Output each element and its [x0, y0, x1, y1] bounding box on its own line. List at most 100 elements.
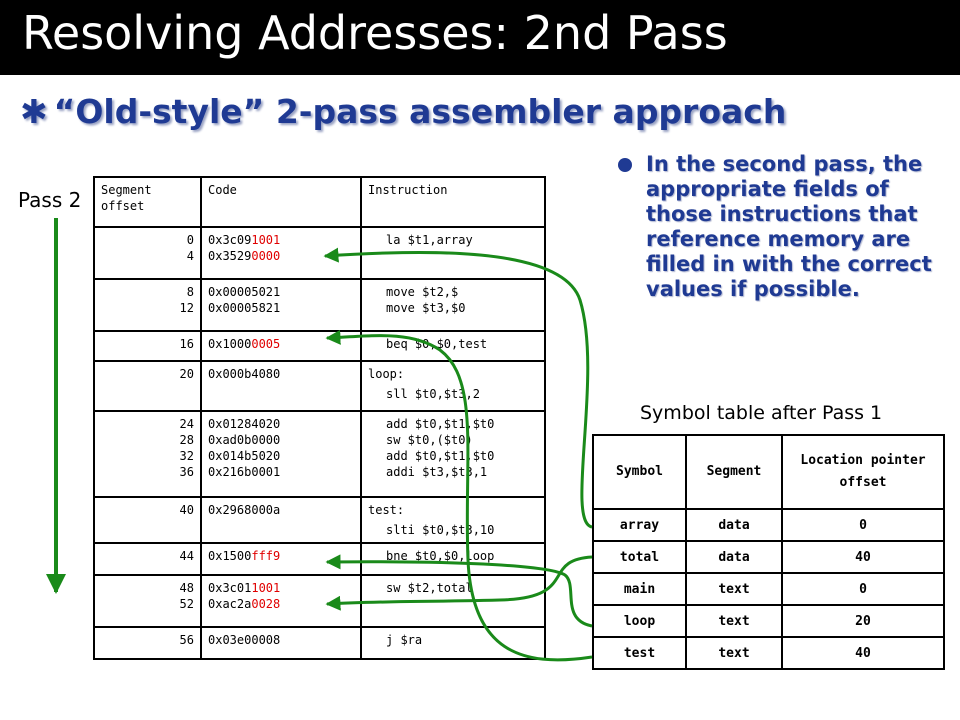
- segment-offset-cell: 20: [93, 360, 202, 412]
- instruction-line: add $t0,$t1,$t0: [386, 449, 495, 463]
- instruction-cell: add $t0,$t1,$t0 sw $t0,($t0) add $t0,$t1,$…: [360, 410, 546, 498]
- code-value-resolved-field: fff9: [251, 549, 281, 563]
- code-value: 0x00005821: [208, 300, 354, 316]
- instruction-line: addi $t3,$t3,1: [386, 465, 488, 479]
- symbol-segment-cell: data: [685, 508, 783, 542]
- symbol-segment-cell: text: [685, 572, 783, 606]
- code-cell: 0x10000005: [200, 330, 362, 362]
- offset-value: 52: [179, 597, 194, 611]
- instruction-line: la $t1,array: [386, 233, 473, 247]
- symbol-symbol-cell: loop: [592, 604, 687, 638]
- code-value: 0x216b0001: [208, 464, 354, 480]
- instruction-line: sw $t2,total: [386, 581, 473, 595]
- code-value-resolved-field: 1001: [251, 581, 281, 595]
- instruction-line: bne $t0,$0,loop: [386, 549, 495, 563]
- offset-value: 24: [179, 417, 194, 431]
- code-value-fixed: 0x01284020: [208, 417, 281, 431]
- segment-offset-cell: 24 28 32 36: [93, 410, 202, 498]
- symbol-table-caption: Symbol table after Pass 1: [640, 402, 883, 424]
- offset-value: 56: [179, 633, 194, 647]
- code-value: 0xad0b0000: [208, 432, 354, 448]
- instruction-line: move $t2,$: [386, 285, 459, 299]
- symbol-offset-cell: 0: [781, 572, 945, 606]
- header-location-offset: Location pointer offset: [781, 434, 945, 510]
- instruction-cell: sw $t2,total: [360, 574, 546, 628]
- code-value: 0x01284020: [208, 416, 354, 432]
- code-value-fixed: 0xad0b0000: [208, 433, 281, 447]
- symbol-symbol-cell: main: [592, 572, 687, 606]
- instruction-line: sw $t0,($t0): [386, 433, 473, 447]
- code-value: 0x3c011001: [208, 580, 354, 596]
- asterisk-bullet-icon: ✱: [20, 92, 48, 131]
- offset-value: 16: [179, 337, 194, 351]
- code-value-resolved-field: 0028: [251, 597, 281, 611]
- code-table-row: 16 0x10000005 beq $0,$0,test: [93, 330, 546, 362]
- instruction-line: add $t0,$t1,$t0: [386, 417, 495, 431]
- code-table-row: 20 0x000b4080 loop:sll $t0,$t3,2: [93, 360, 546, 412]
- explanation-bullet: In the second pass, the appropriate fiel…: [618, 152, 938, 302]
- symbol-offset-cell: 40: [781, 636, 945, 670]
- offset-value: 44: [179, 549, 194, 563]
- instruction-line: move $t3,$0: [386, 301, 466, 315]
- instruction-cell: loop:sll $t0,$t3,2: [360, 360, 546, 412]
- symbol-offset-cell: 20: [781, 604, 945, 638]
- header-instruction: Instruction: [360, 176, 546, 228]
- code-table-row: 56 0x03e00008 j $ra: [93, 626, 546, 660]
- symbol-symbol-cell: test: [592, 636, 687, 670]
- code-table-row: 44 0x1500fff9 bne $t0,$0,loop: [93, 542, 546, 576]
- code-value: 0x2968000a: [208, 502, 354, 518]
- header-segment: Segment: [685, 434, 783, 510]
- code-value: 0x35290000: [208, 248, 354, 264]
- instruction-line: j $ra: [386, 633, 423, 647]
- instruction-cell: beq $0,$0,test: [360, 330, 546, 362]
- code-cell: 0x03e00008: [200, 626, 362, 660]
- offset-value: 28: [179, 433, 194, 447]
- instruction-cell: move $t2,$ move $t3,$0: [360, 278, 546, 332]
- offset-value: 36: [179, 465, 194, 479]
- offset-value: 20: [179, 367, 194, 381]
- instruction-line: sll $t0,$t3,2: [386, 387, 480, 401]
- pass-label: Pass 2: [18, 188, 82, 212]
- code-value-fixed: 0x3c01: [208, 581, 252, 595]
- code-value-fixed: 0x1000: [208, 337, 252, 351]
- instruction-cell: test:slti $t0,$t3,10: [360, 496, 546, 544]
- offset-value: 4: [186, 249, 194, 263]
- instruction-line: slti $t0,$t3,10: [386, 523, 495, 537]
- code-table-header: Segment offset Code Instruction: [93, 176, 546, 228]
- header-segment-offset: Segment offset: [93, 176, 202, 228]
- bullet-dot-icon: [618, 158, 632, 172]
- symbol-symbol-cell: total: [592, 540, 687, 574]
- code-value: 0x10000005: [208, 336, 354, 352]
- code-value: 0x000b4080: [208, 366, 354, 382]
- code-cell: 0x1500fff9: [200, 542, 362, 576]
- instruction-cell: bne $t0,$0,loop: [360, 542, 546, 576]
- code-value: 0xac2a0028: [208, 596, 354, 612]
- symbol-segment-cell: data: [685, 540, 783, 574]
- subtitle-text: “Old-style” 2-pass assembler approach: [53, 92, 787, 131]
- header-code: Code: [200, 176, 362, 228]
- code-value: 0x3c091001: [208, 232, 354, 248]
- code-value-fixed: 0x00005821: [208, 301, 281, 315]
- subtitle: ✱“Old-style” 2-pass assembler approach: [20, 92, 786, 131]
- symbol-symbol-cell: array: [592, 508, 687, 542]
- symbol-segment-cell: text: [685, 604, 783, 638]
- code-value-fixed: 0x3529: [208, 249, 252, 263]
- segment-offset-cell: 56: [93, 626, 202, 660]
- offset-value: 12: [179, 301, 194, 315]
- code-value-fixed: 0x3c09: [208, 233, 252, 247]
- title-bar: [0, 0, 960, 75]
- bullet-text: In the second pass, the appropriate fiel…: [646, 152, 932, 301]
- code-cell: 0x000b4080: [200, 360, 362, 412]
- offset-value: 32: [179, 449, 194, 463]
